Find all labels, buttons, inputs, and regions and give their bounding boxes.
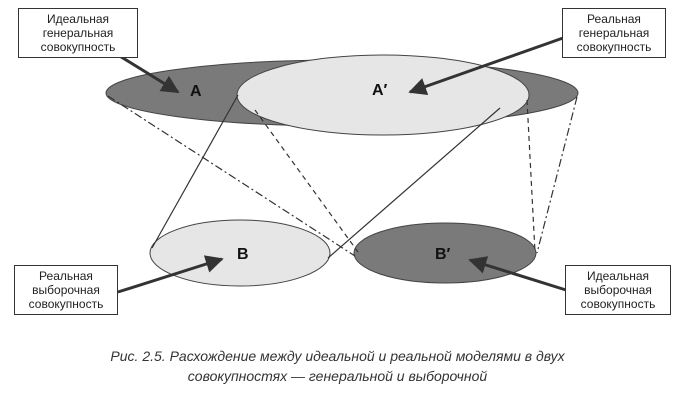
label-line: совокупность <box>580 297 656 311</box>
label-line: совокупность <box>576 40 652 54</box>
real-general-population-label: Реальная генеральная совокупность <box>562 8 666 58</box>
dashed-projection-line <box>254 109 359 253</box>
label-line: Идеальная <box>586 269 650 283</box>
real-sample-ellipse <box>149 219 331 287</box>
node-label-a: A <box>190 83 202 100</box>
caption-line-1: Рис. 2.5. Расхождение между идеальной и … <box>110 348 565 364</box>
label-line: совокупность <box>40 40 116 54</box>
label-line: Идеальная <box>46 12 110 26</box>
node-label-b-prime: B′ <box>435 246 451 263</box>
solid-projection-line <box>151 94 239 249</box>
label-line: совокупность <box>28 297 104 311</box>
pointer-arrow <box>468 256 567 292</box>
pointer-arrow <box>408 36 564 96</box>
label-line: выборочная <box>32 283 100 297</box>
label-line: Реальная <box>39 269 93 283</box>
ideal-sample-population-label: Идеальная выборочная совокупность <box>565 265 671 315</box>
figure-caption: Рис. 2.5. Расхождение между идеальной и … <box>0 346 675 386</box>
label-line: выборочная <box>584 283 652 297</box>
dashdot-projection-line <box>536 96 578 254</box>
dashed-projection-line <box>526 99 536 253</box>
caption-line-2: совокупностях — генеральной и выборочной <box>187 368 488 384</box>
node-label-a-prime: A′ <box>372 82 388 99</box>
real-sample-population-label: Реальная выборочная совокупность <box>14 265 118 315</box>
node-label-b: B <box>237 246 249 263</box>
label-line: генеральная <box>578 26 650 40</box>
pointer-arrow <box>117 53 180 94</box>
label-line: Реальная <box>587 12 641 26</box>
label-line: генеральная <box>42 26 114 40</box>
solid-projection-line <box>327 107 501 259</box>
ideal-general-population-label: Идеальная генеральная совокупность <box>18 8 138 58</box>
dashdot-projection-line <box>107 95 356 257</box>
ideal-sample-ellipse <box>353 222 537 284</box>
pointer-arrow <box>117 255 224 294</box>
